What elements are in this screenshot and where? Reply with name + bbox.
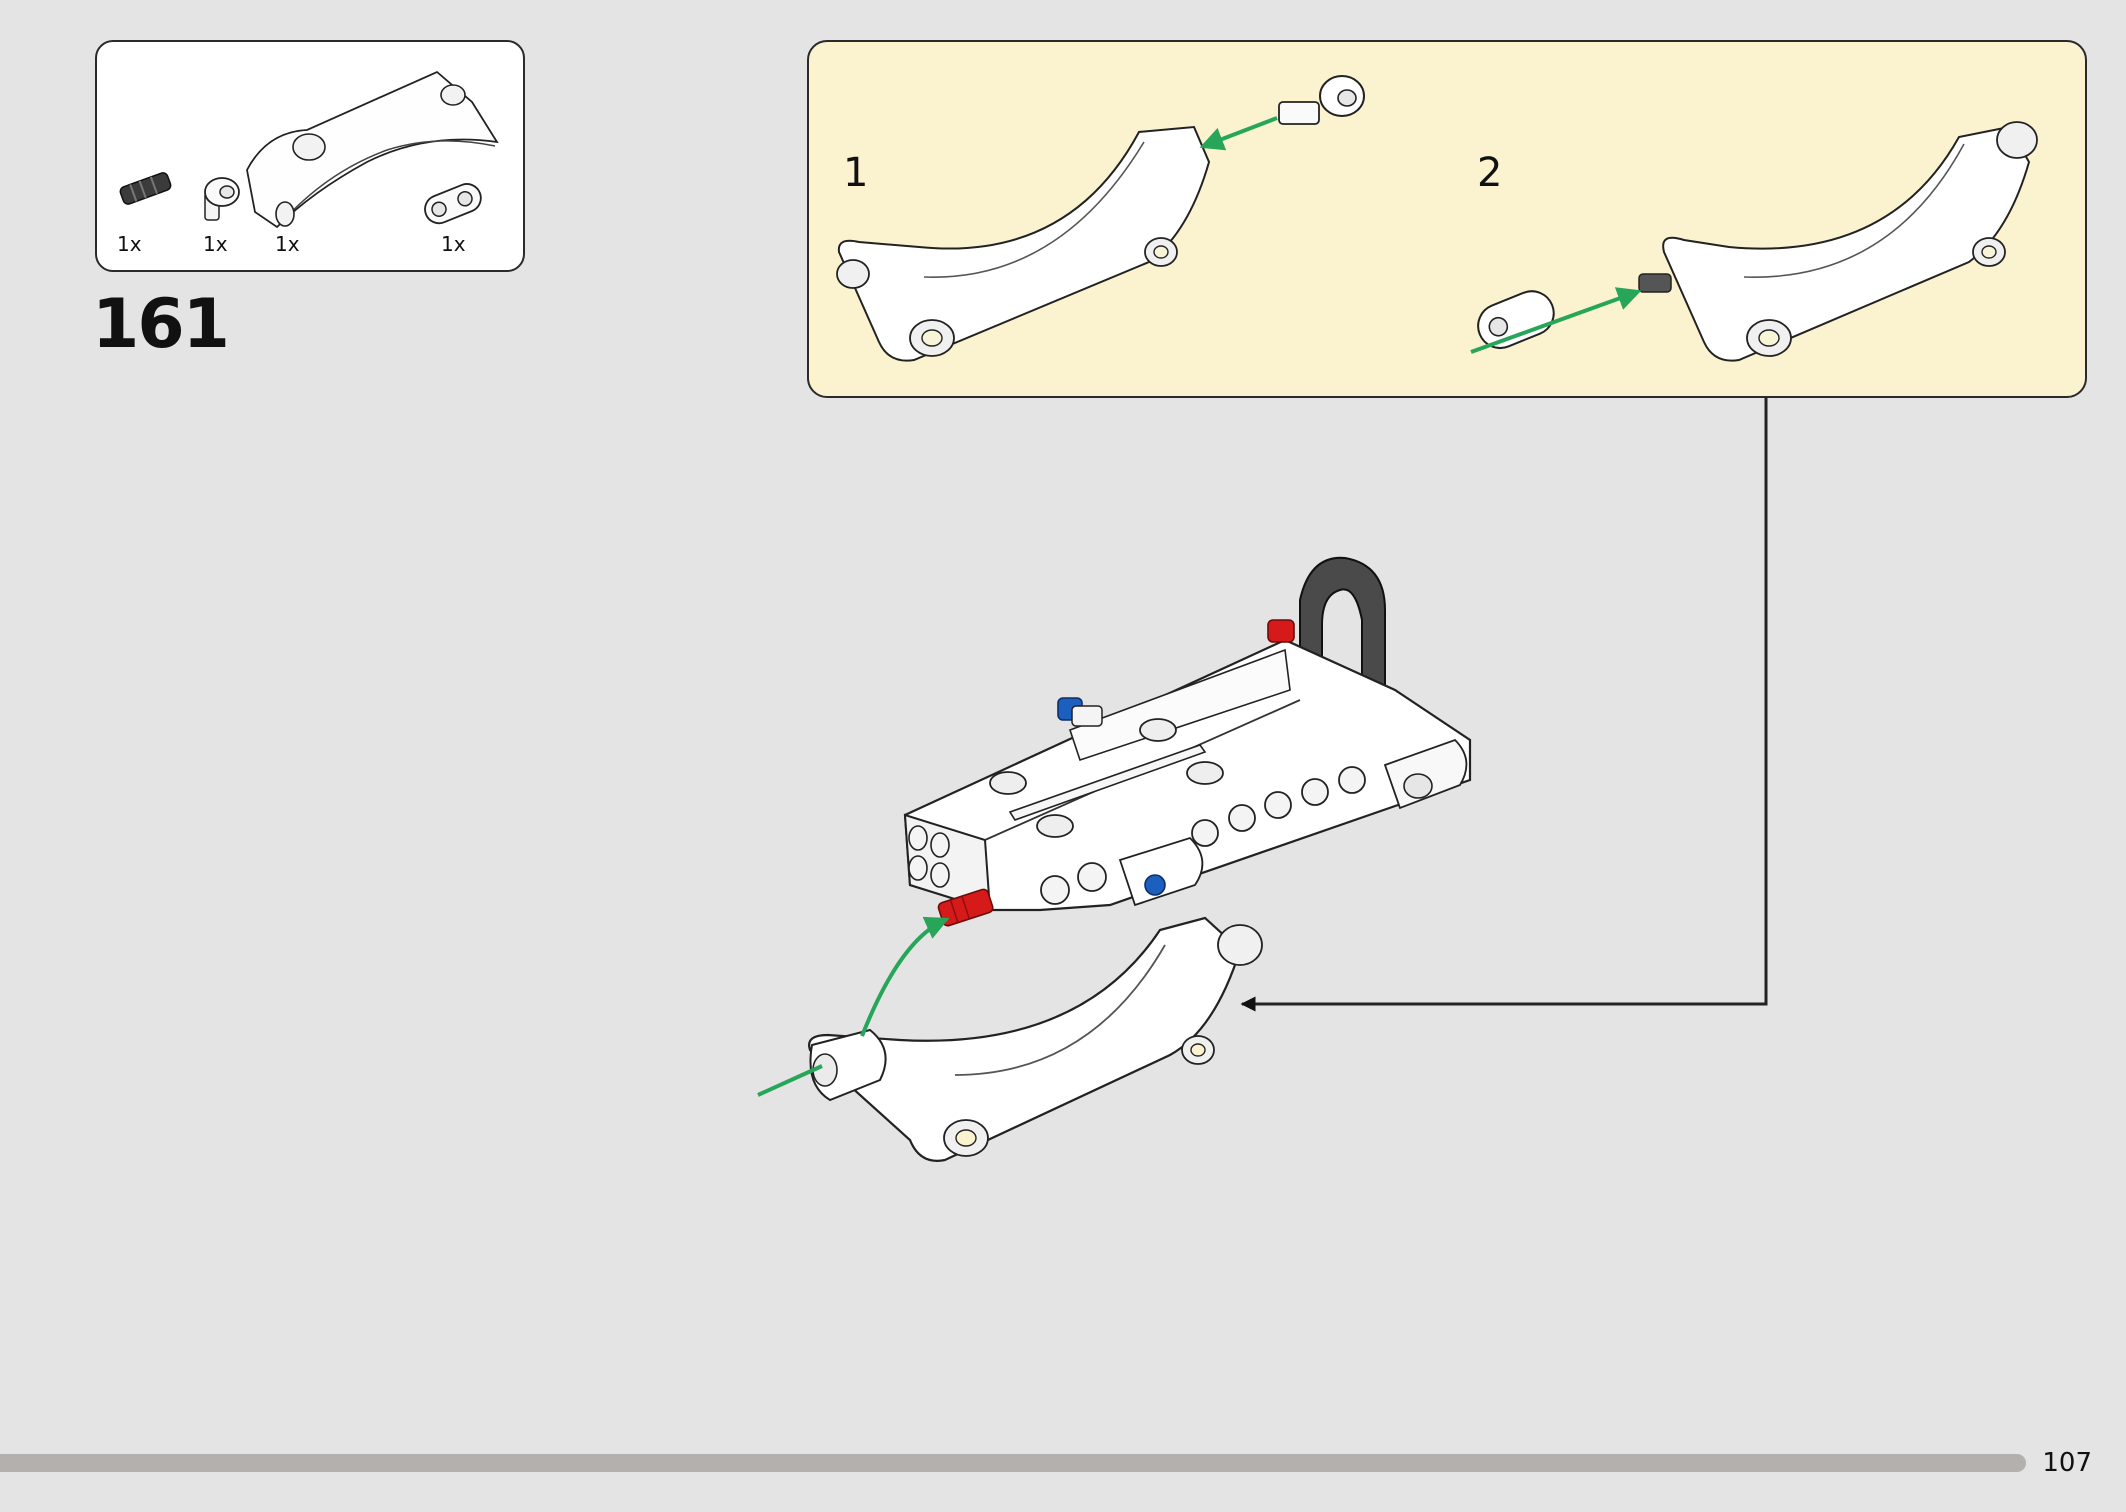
- beam-connector-part: [424, 183, 482, 225]
- blue-pin-side: [1144, 874, 1166, 896]
- substep-2-panel: [1638, 121, 2038, 362]
- substep-2-arrow: [1470, 287, 1642, 354]
- red-pin-top: [1267, 619, 1295, 643]
- page-progress-bar: [0, 1454, 2026, 1472]
- chassis-frame: [903, 638, 1472, 912]
- red-pin-side: [937, 888, 994, 927]
- substep-illustration: [836, 75, 2038, 362]
- substep-1-connector: [1278, 75, 1365, 125]
- parts-illustration: [119, 70, 499, 229]
- substep-1-panel: [836, 125, 1211, 362]
- substep-label: 1: [843, 150, 869, 196]
- substep-1-arrow: [1199, 116, 1278, 151]
- substep-2-beam-connector: [1477, 290, 1555, 349]
- page-number: 107: [2042, 1448, 2092, 1478]
- insert-arrow-left: [757, 1064, 823, 1097]
- pin-bushing-part: [119, 172, 172, 205]
- substep-callout: 1 2: [807, 40, 2087, 398]
- curved-panel-main: [808, 916, 1263, 1162]
- axle-pin-connector-part: [204, 177, 240, 221]
- part-quantity: 1x: [117, 232, 142, 256]
- part-quantity: 1x: [203, 232, 228, 256]
- part-quantity: 1x: [275, 232, 300, 256]
- step-number: 161: [92, 285, 230, 364]
- blue-pin-top: [1057, 697, 1103, 727]
- callout-connector-arrow: [1240, 398, 1768, 1012]
- part-quantity: 1x: [441, 232, 466, 256]
- curved-panel-part: [246, 70, 499, 229]
- parts-list-box: 1x 1x 1x 1x: [95, 40, 525, 272]
- attach-arrow-curved: [860, 916, 950, 1037]
- substep-label: 2: [1477, 150, 1503, 196]
